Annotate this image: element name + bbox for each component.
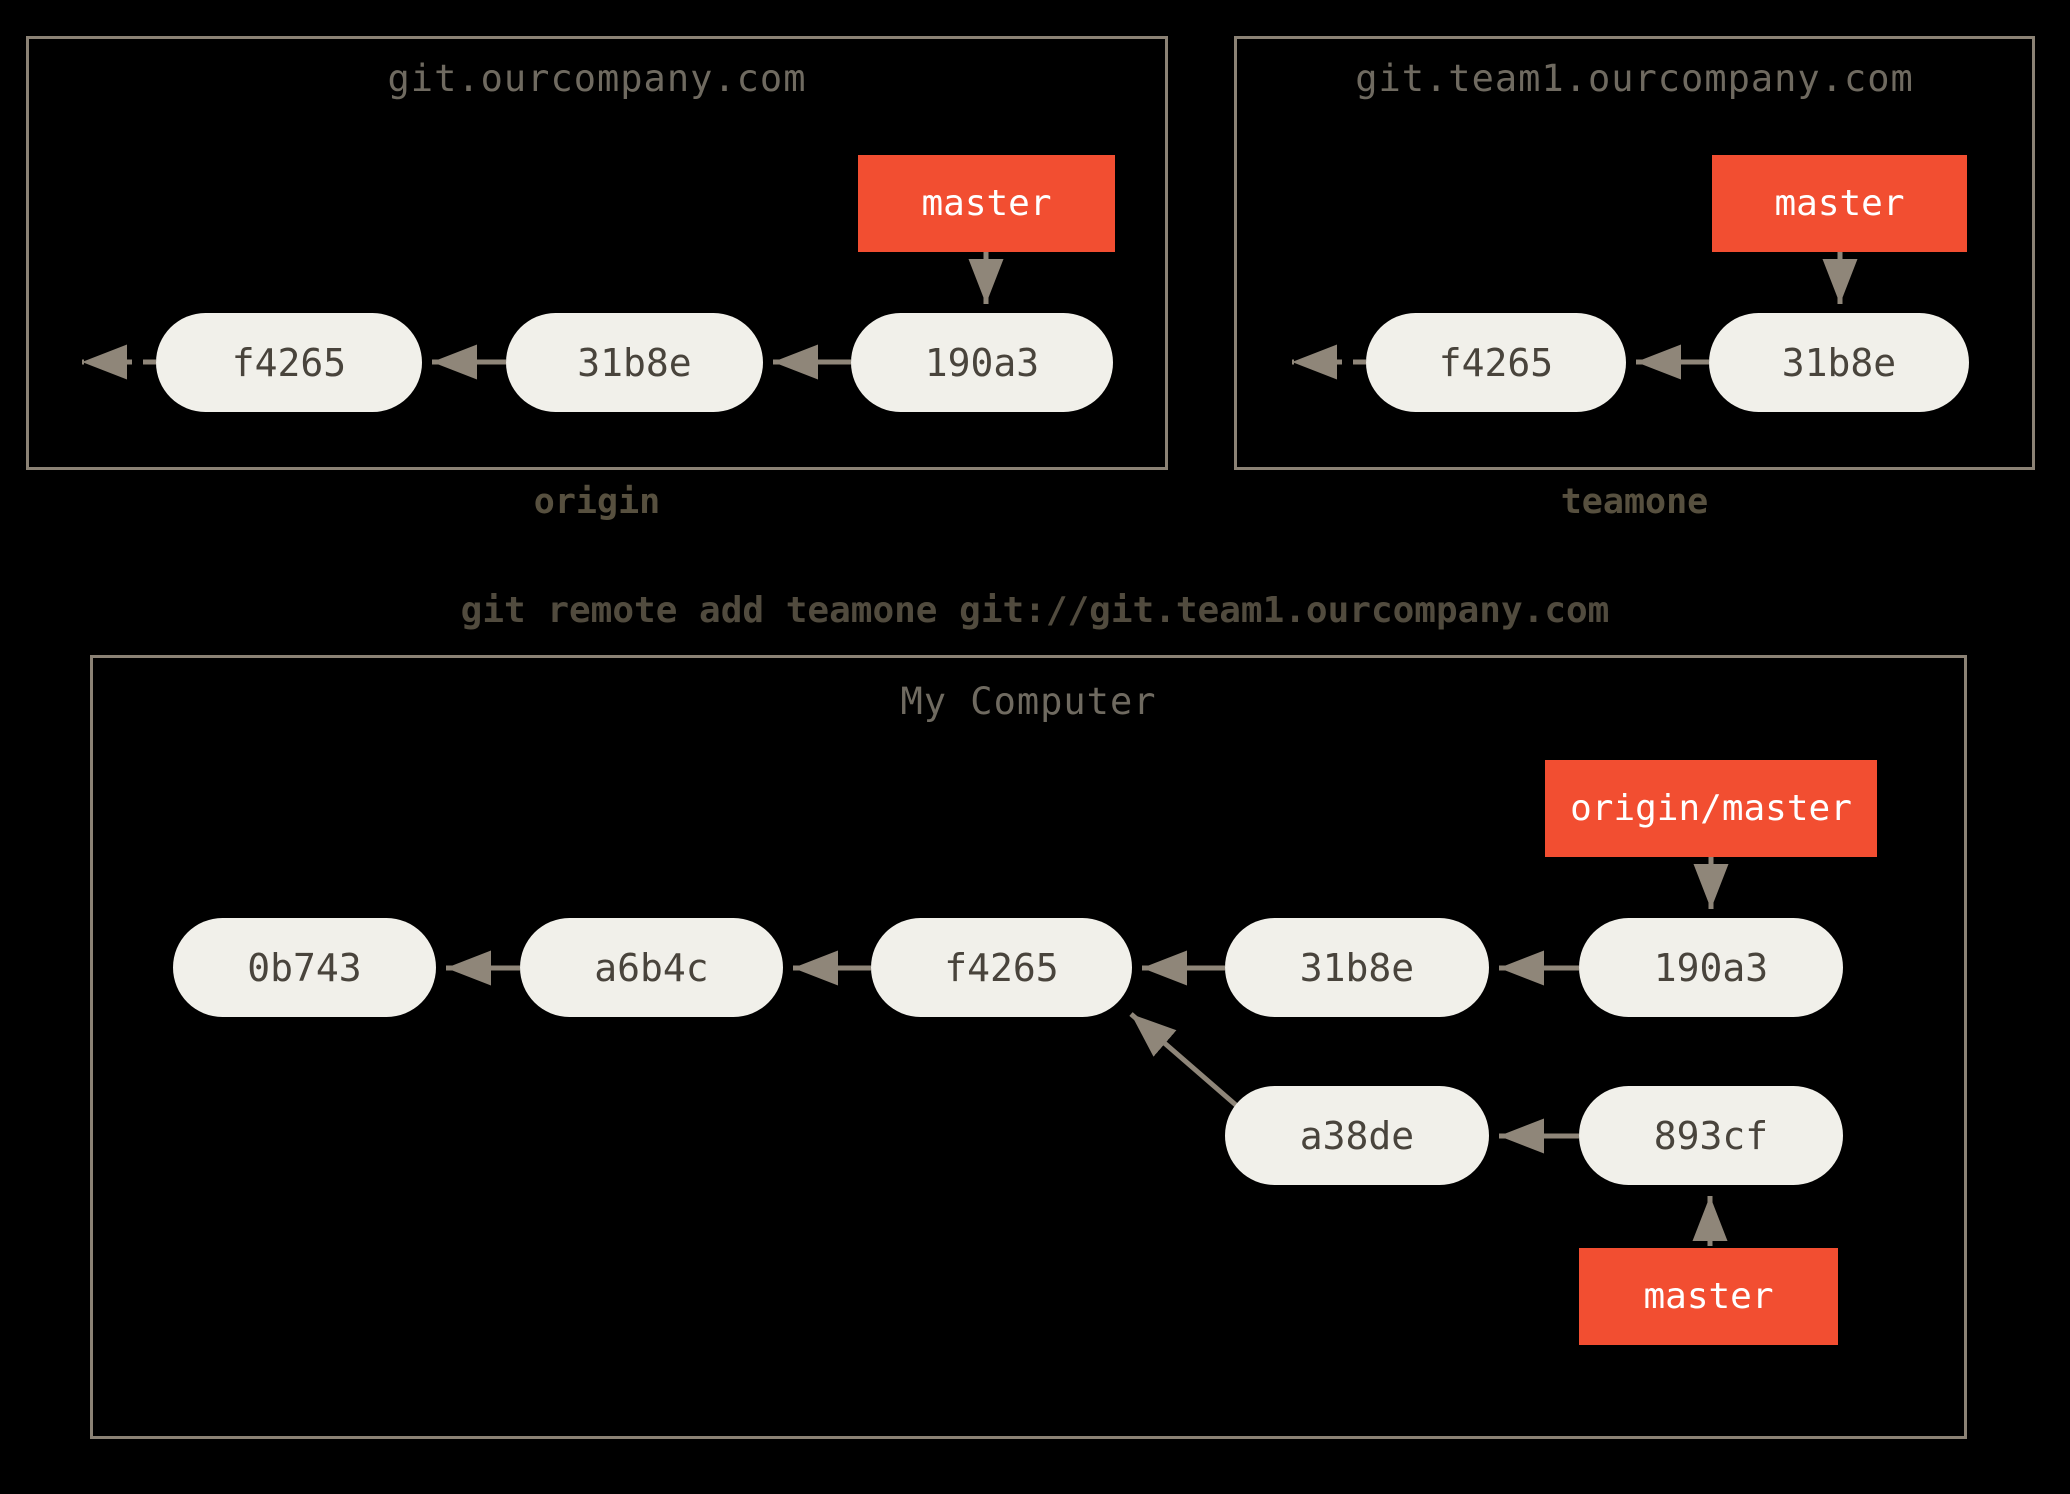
commit-node: 31b8e — [506, 313, 763, 412]
commit-hash: 0b743 — [247, 945, 362, 990]
commit-hash: a6b4c — [594, 945, 709, 990]
commit-hash: 190a3 — [1653, 945, 1769, 990]
branch-ref-label: master — [921, 183, 1052, 224]
teamone-remote-label: teamone — [1560, 482, 1709, 522]
commit-hash: 190a3 — [924, 340, 1040, 385]
origin-server-panel: git.ourcompany.com — [26, 36, 1168, 470]
teamone-server-title: git.team1.ourcompany.com — [1355, 57, 1914, 100]
teamone-server-panel: git.team1.ourcompany.com — [1234, 36, 2035, 470]
branch-ref-label: master — [1643, 1276, 1774, 1317]
branch-ref-label: master — [1774, 183, 1905, 224]
git-command-text: git remote add teamone git://git.team1.o… — [460, 590, 1610, 631]
commit-node: 190a3 — [1579, 918, 1843, 1017]
commit-hash: f4265 — [231, 340, 347, 385]
my-computer-panel: My Computer — [90, 655, 1967, 1439]
origin-master-remote-ref: origin/master — [1545, 760, 1877, 857]
commit-node: f4265 — [156, 313, 422, 412]
commit-node: a6b4c — [520, 918, 783, 1017]
commit-hash: f4265 — [1438, 340, 1554, 385]
my-computer-title: My Computer — [900, 680, 1157, 723]
commit-node: f4265 — [1366, 313, 1626, 412]
origin-master-branch-ref: master — [858, 155, 1115, 252]
commit-hash: 31b8e — [1299, 945, 1415, 990]
origin-remote-label: origin — [533, 482, 661, 522]
commit-node: 190a3 — [851, 313, 1113, 412]
commit-hash: 893cf — [1653, 1113, 1769, 1158]
commit-hash: 31b8e — [1781, 340, 1897, 385]
commit-node: 0b743 — [173, 918, 436, 1017]
teamone-master-branch-ref: master — [1712, 155, 1967, 252]
commit-hash: a38de — [1299, 1113, 1415, 1158]
commit-node: f4265 — [871, 918, 1132, 1017]
commit-node: 31b8e — [1225, 918, 1489, 1017]
arrow-local-a38de-to-f4265 — [1129, 1012, 1239, 1108]
origin-server-title: git.ourcompany.com — [387, 57, 807, 100]
commit-node: 31b8e — [1709, 313, 1969, 412]
commit-node: a38de — [1225, 1086, 1489, 1185]
commit-node: 893cf — [1579, 1086, 1843, 1185]
commit-hash: f4265 — [944, 945, 1059, 990]
remote-ref-label: origin/master — [1570, 788, 1852, 829]
commit-hash: 31b8e — [577, 340, 692, 385]
local-master-branch-ref: master — [1579, 1248, 1838, 1345]
